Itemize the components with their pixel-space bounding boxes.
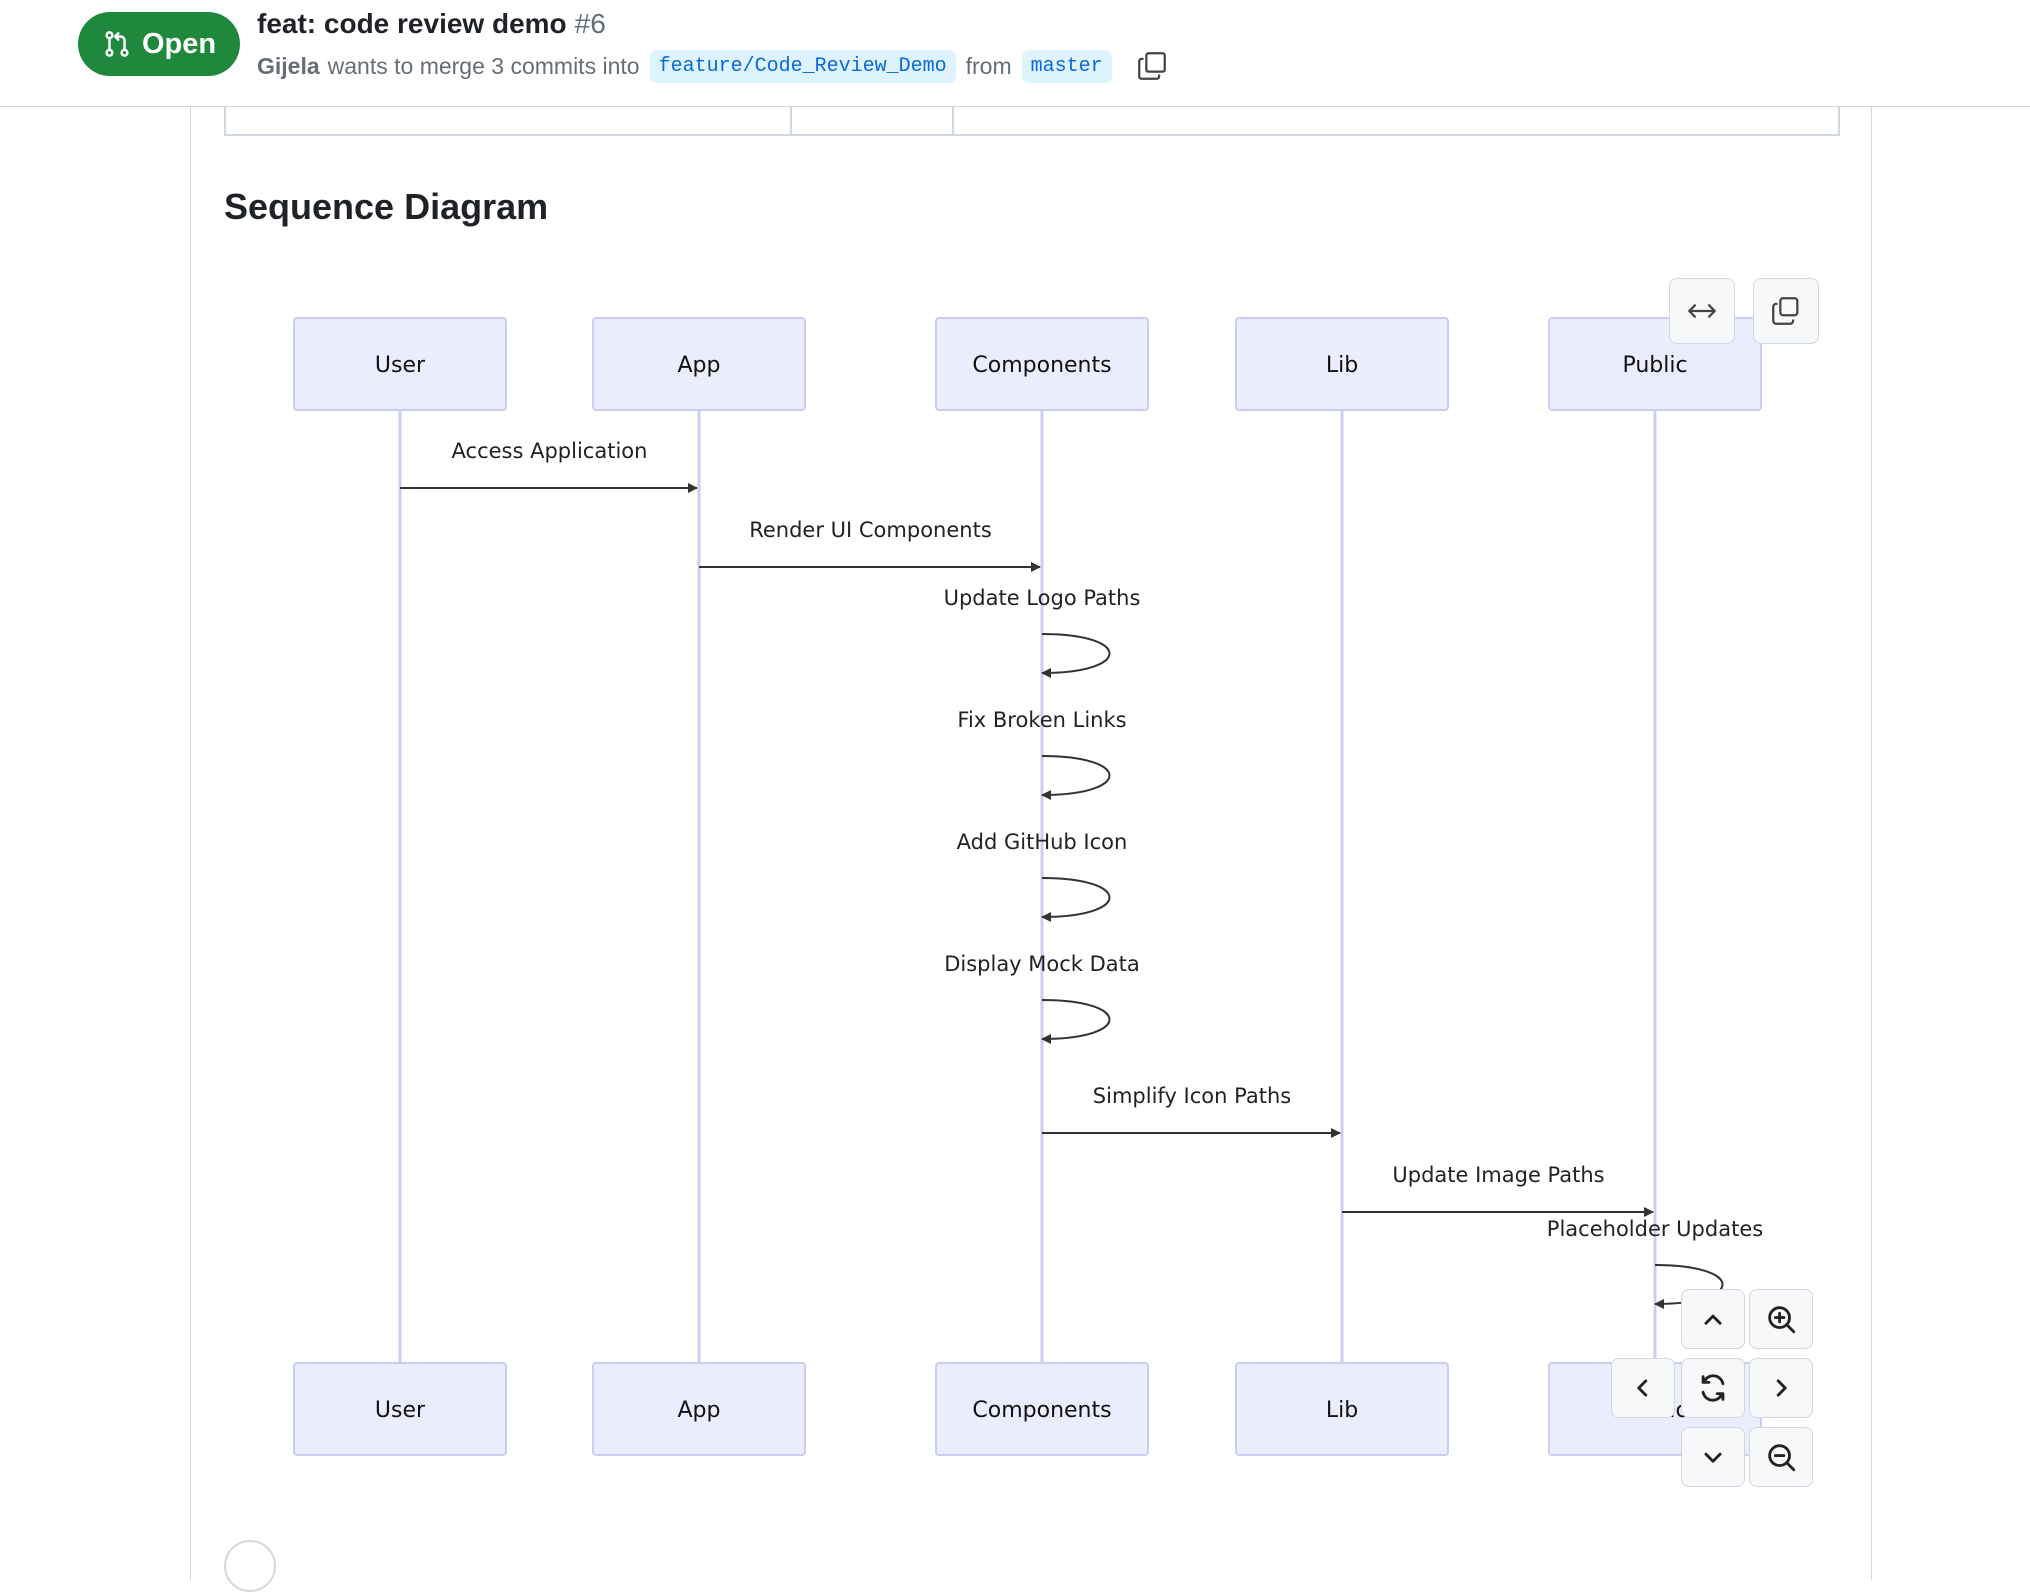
message-label: Update Image Paths: [1392, 1163, 1604, 1187]
actor-label: Components: [972, 353, 1111, 378]
merge-text: wants to merge 3 commits into: [327, 52, 640, 79]
base-branch-link[interactable]: feature/Code_Review_Demo: [649, 49, 956, 83]
actor-label: User: [375, 1398, 426, 1423]
message-label: Simplify Icon Paths: [1093, 1084, 1291, 1108]
actor-top: Components: [935, 317, 1149, 411]
self-message-arrow: [1041, 999, 1111, 1044]
table-divider: [790, 80, 792, 134]
files-table-bottom: [224, 80, 1840, 136]
pan-left-button[interactable]: [1611, 1358, 1675, 1418]
actor-label: Lib: [1326, 1398, 1358, 1423]
actor-label: Public: [1622, 353, 1687, 378]
message: Update Image Paths: [1342, 1163, 1654, 1217]
zoom-out-button[interactable]: [1749, 1427, 1813, 1487]
copy-branch-button[interactable]: [1134, 48, 1170, 84]
pan-down-button[interactable]: [1681, 1427, 1745, 1487]
actor-bottom: App: [592, 1362, 806, 1456]
zoom-in-button[interactable]: [1749, 1289, 1813, 1349]
sync-icon: [1701, 1374, 1725, 1402]
actor-top: App: [592, 317, 806, 411]
actor-top: User: [293, 317, 507, 411]
arrows-horizontal-icon: [1688, 304, 1716, 318]
copy-icon: [1137, 52, 1166, 80]
message-label: Add GitHub Icon: [957, 830, 1128, 854]
message: Render UI Components: [699, 518, 1041, 572]
message-label: Update Logo Paths: [944, 586, 1141, 610]
actor-label: App: [678, 353, 721, 378]
pr-merge-info: Gijela wants to merge 3 commits into fea…: [257, 48, 1170, 84]
zoom-in-icon: [1768, 1306, 1796, 1334]
self-message-arrow: [1041, 633, 1111, 678]
pr-state-label: Open: [141, 27, 217, 60]
pan-up-button[interactable]: [1681, 1289, 1745, 1349]
message: Simplify Icon Paths: [1042, 1084, 1341, 1138]
message: Fix Broken Links: [957, 708, 1127, 800]
chevron-left-icon: [1637, 1379, 1648, 1397]
from-text: from: [965, 52, 1012, 79]
pr-sticky-header: Open feat: code review demo#6 Gijela wan…: [0, 0, 2030, 107]
message: Add GitHub Icon: [957, 830, 1128, 922]
pr-author-link[interactable]: Gijela: [257, 52, 320, 79]
message: Display Mock Data: [944, 952, 1140, 1044]
self-message-arrow: [1041, 877, 1111, 922]
chevron-right-icon: [1776, 1379, 1787, 1397]
message-label: Render UI Components: [749, 518, 992, 542]
expand-diagram-button[interactable]: [1669, 278, 1735, 344]
message-label: Access Application: [452, 439, 648, 463]
copy-diagram-button[interactable]: [1753, 278, 1819, 344]
chevron-up-icon: [1704, 1314, 1722, 1325]
reset-view-button[interactable]: [1681, 1358, 1745, 1418]
reaction-button[interactable]: [224, 1540, 276, 1592]
message: Update Logo Paths: [944, 586, 1141, 678]
actor-top: Lib: [1235, 317, 1449, 411]
pr-state-badge: Open: [78, 12, 240, 76]
actor-bottom: Components: [935, 1362, 1149, 1456]
pan-right-button[interactable]: [1749, 1358, 1813, 1418]
actor-bottom: Lib: [1235, 1362, 1449, 1456]
pr-title: feat: code review demo#6: [257, 8, 606, 40]
actor-label: App: [678, 1398, 721, 1423]
table-divider: [952, 80, 954, 134]
head-branch-link[interactable]: master: [1021, 49, 1112, 83]
message: Access Application: [400, 439, 698, 493]
actor-label: User: [375, 353, 426, 378]
self-message-arrow: [1041, 755, 1111, 800]
pr-title-text: feat: code review demo: [257, 8, 567, 39]
section-heading: Sequence Diagram: [224, 186, 549, 227]
actor-bottom: User: [293, 1362, 507, 1456]
pr-number: #6: [574, 8, 606, 39]
message-label: Fix Broken Links: [957, 708, 1126, 732]
message-label: Placeholder Updates: [1547, 1217, 1763, 1241]
actor-label: Components: [972, 1398, 1111, 1423]
copy-icon: [1772, 297, 1799, 325]
zoom-out-icon: [1768, 1444, 1796, 1472]
actor-label: Lib: [1326, 353, 1358, 378]
message-label: Display Mock Data: [944, 952, 1140, 976]
chevron-down-icon: [1704, 1452, 1722, 1463]
git-pull-request-icon: [105, 31, 129, 57]
